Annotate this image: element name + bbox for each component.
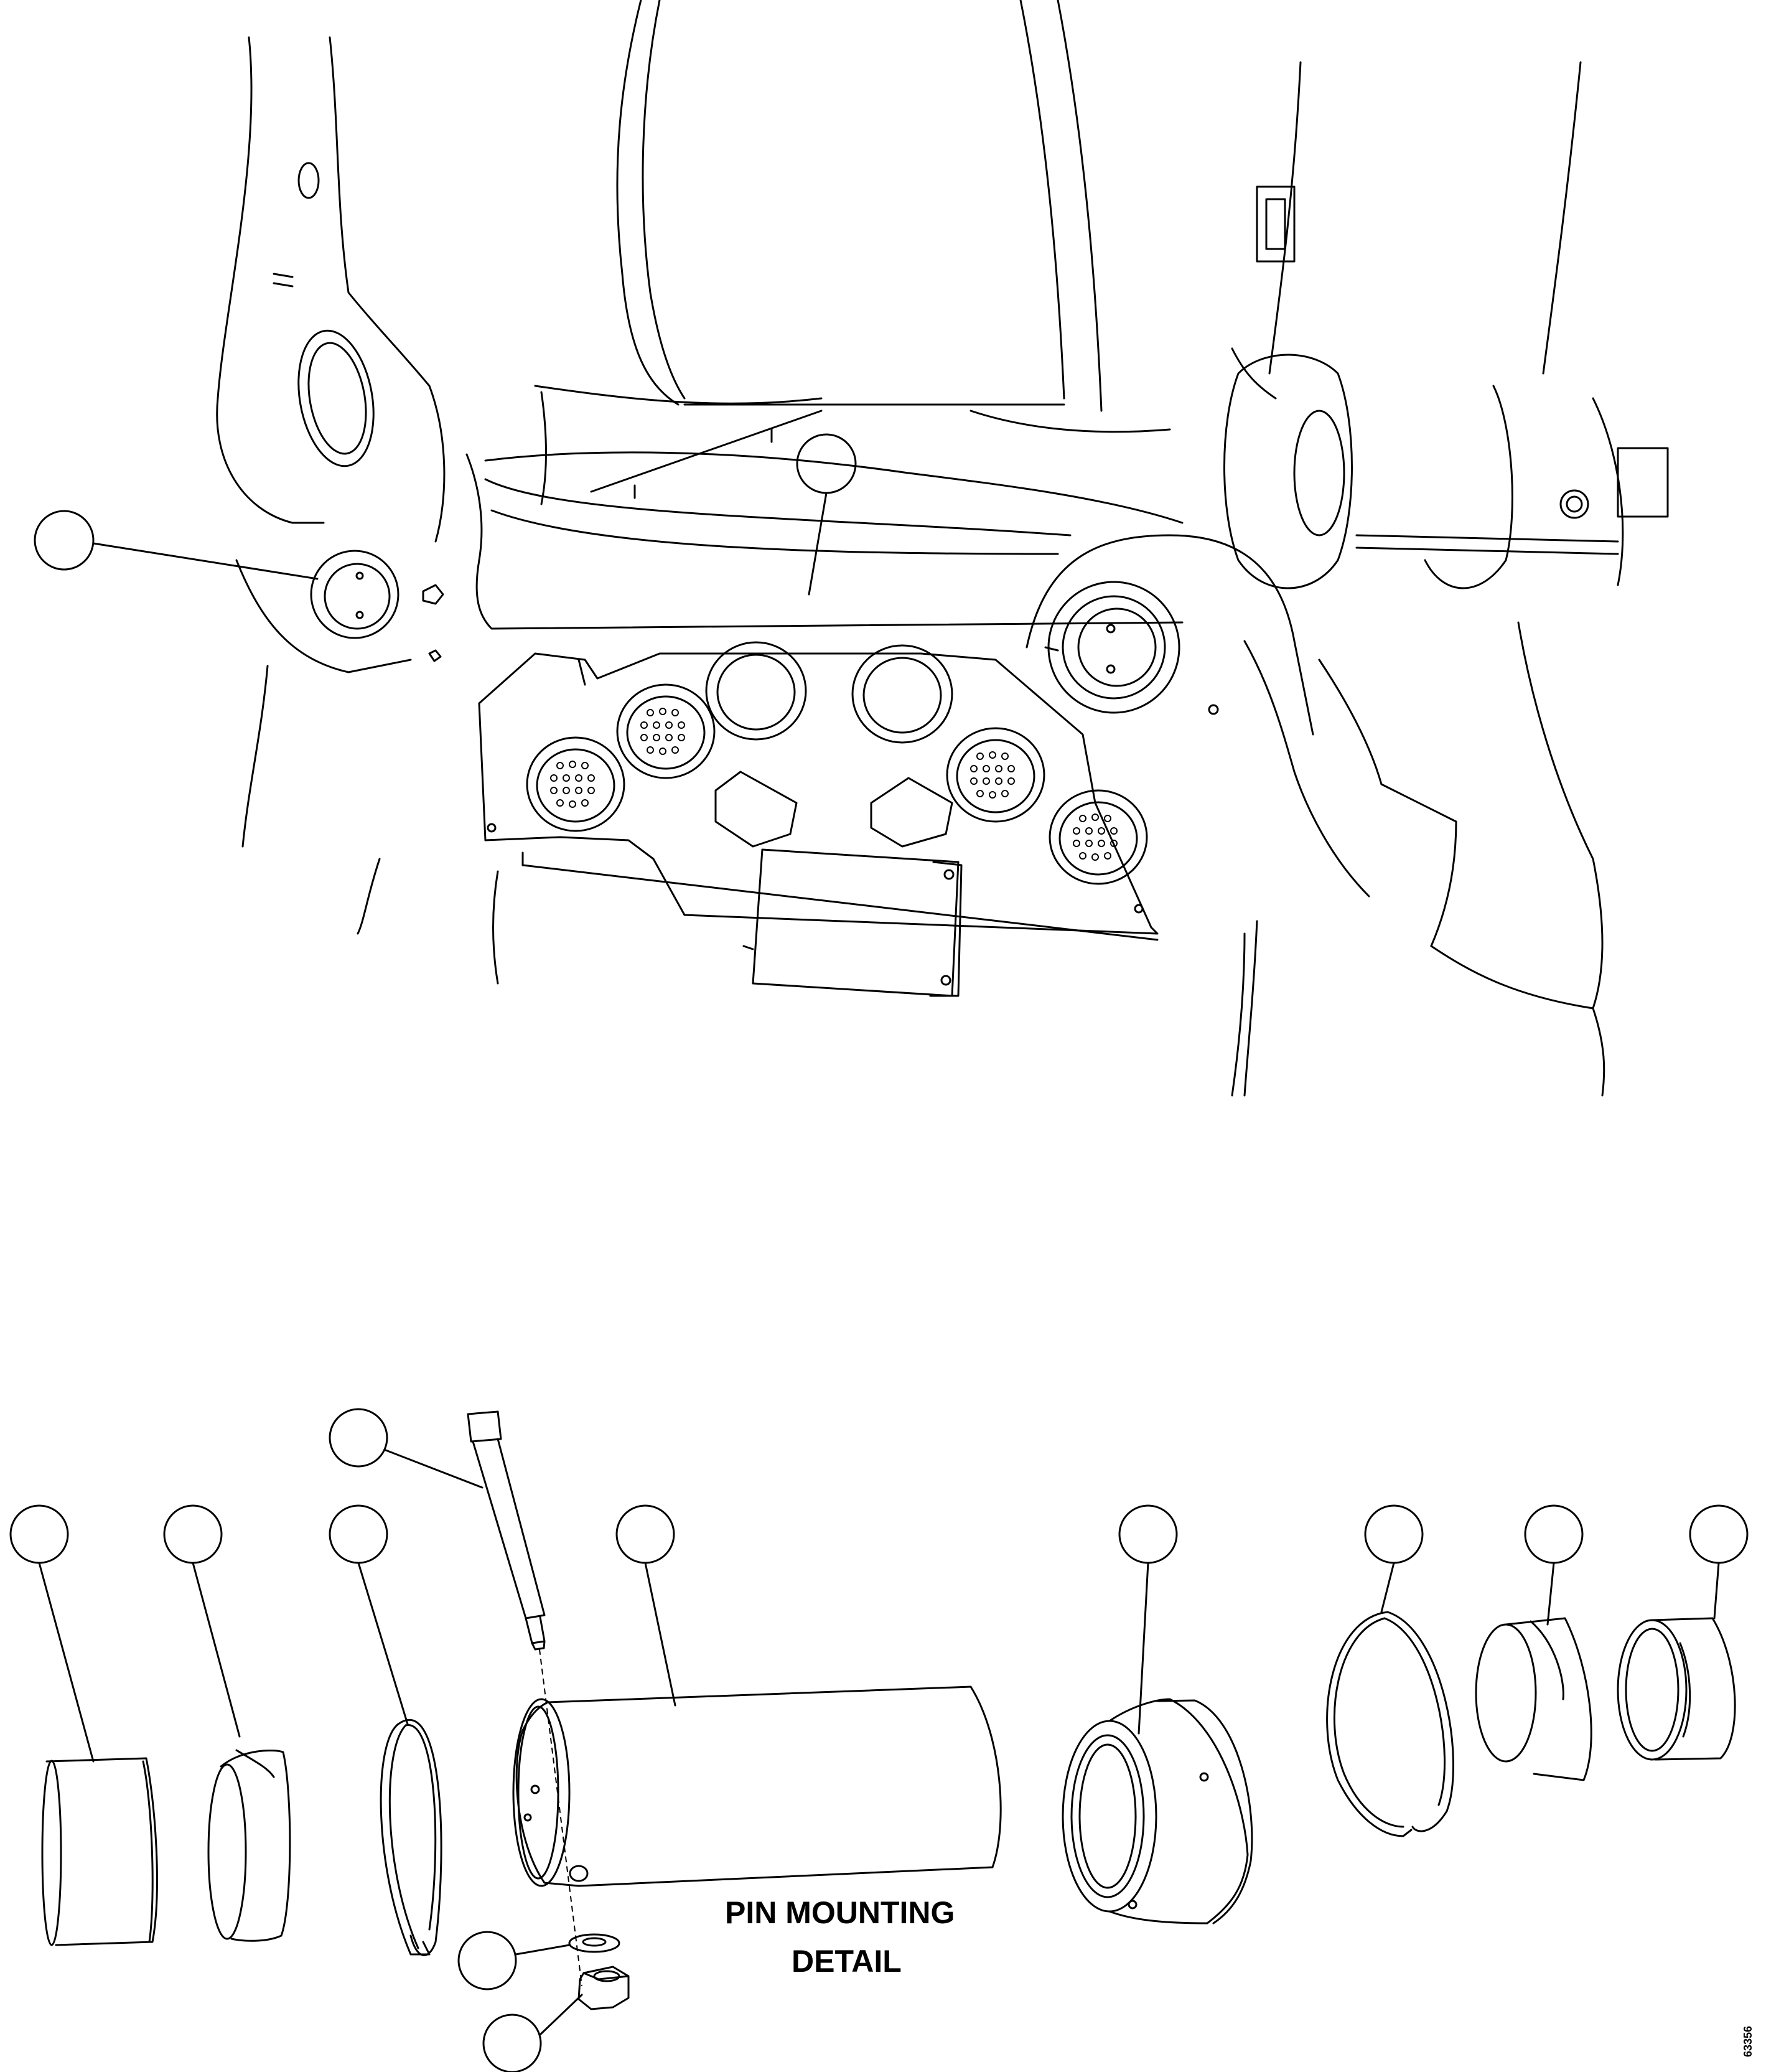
callout-left-pin-boss	[34, 510, 319, 580]
sleeve-seal	[1475, 1617, 1592, 1781]
left-pin-boss	[310, 550, 444, 662]
callout-cross-frame	[796, 433, 857, 596]
pin-bolt	[467, 1410, 546, 1651]
connector-3	[705, 641, 807, 741]
connector-1	[526, 736, 625, 832]
connector-5	[946, 727, 1045, 823]
connector-4	[851, 644, 953, 744]
bushing-right	[1617, 1617, 1736, 1761]
retaining-ring-left	[380, 1718, 442, 1956]
pin-mounting-detail: PIN MOUNTING DETAIL	[9, 1408, 1749, 2072]
connector-plate	[478, 652, 1159, 941]
spherical-bearing	[1062, 1698, 1253, 1924]
left-link-arm	[216, 36, 446, 848]
bushing-left	[41, 1757, 158, 1946]
hex-nut	[577, 1966, 630, 2010]
right-pin-housing	[1025, 534, 1457, 947]
connector-6	[1049, 789, 1148, 885]
figure-number: 63356	[1742, 2026, 1754, 2057]
detail-caption-line2: DETAIL	[792, 1944, 902, 1979]
right-upright-arm	[1223, 61, 1669, 589]
upper-assembly-view	[34, 0, 1669, 1097]
bolt-centerline	[539, 1649, 582, 1986]
mounting-pin	[512, 1685, 1002, 1887]
cross-frame	[465, 385, 1184, 630]
detail-caption-line1: PIN MOUNTING	[725, 1895, 955, 1930]
connector-2	[616, 683, 716, 779]
snap-ring-right	[1326, 1611, 1454, 1837]
flanged-bushing	[207, 1749, 291, 1942]
control-box	[742, 848, 963, 997]
upper-drum	[616, 0, 1171, 433]
lower-chassis	[357, 621, 1605, 1097]
electrical-connectors	[526, 641, 1148, 885]
washer	[568, 1933, 620, 1953]
